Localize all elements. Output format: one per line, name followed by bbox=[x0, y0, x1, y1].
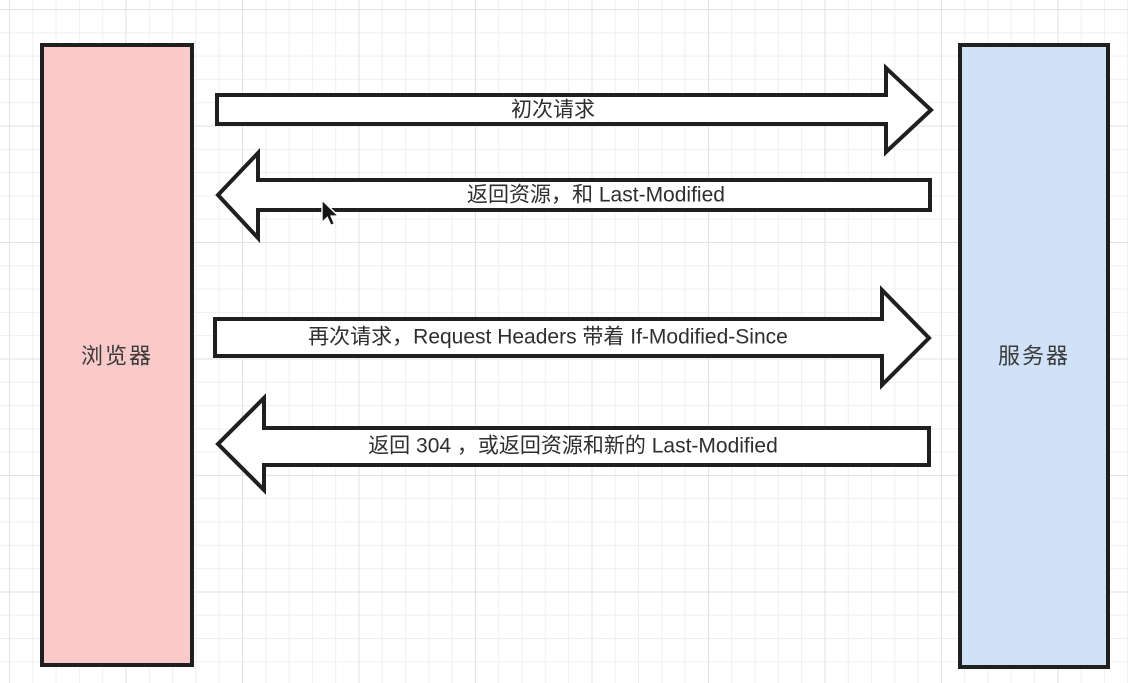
message-first-request: 初次请求 bbox=[215, 63, 934, 157]
mouse-cursor-icon bbox=[321, 198, 341, 227]
message-label: 再次请求，Request Headers 带着 If-Modified-Sinc… bbox=[308, 326, 788, 349]
left-arrow-shape bbox=[215, 393, 931, 495]
actor-server: 服务器 bbox=[958, 43, 1110, 669]
browser-box bbox=[40, 43, 194, 667]
message-second-request: 再次请求，Request Headers 带着 If-Modified-Sinc… bbox=[213, 285, 932, 390]
message-return-resource: 返回资源，和 Last-Modified bbox=[215, 148, 932, 244]
right-arrow-shape bbox=[213, 285, 932, 390]
server-label: 服务器 bbox=[998, 344, 1070, 369]
server-box bbox=[958, 43, 1110, 669]
message-return-304: 返回 304 ，或返回资源和新的 Last-Modified bbox=[215, 393, 931, 495]
left-arrow-shape bbox=[215, 148, 932, 244]
message-label: 返回 304 ，或返回资源和新的 Last-Modified bbox=[368, 435, 778, 458]
browser-label: 浏览器 bbox=[81, 344, 153, 369]
message-label: 返回资源，和 Last-Modified bbox=[467, 184, 725, 207]
actor-browser: 浏览器 bbox=[40, 43, 194, 667]
right-arrow-shape bbox=[215, 63, 934, 157]
message-label: 初次请求 bbox=[511, 99, 595, 122]
